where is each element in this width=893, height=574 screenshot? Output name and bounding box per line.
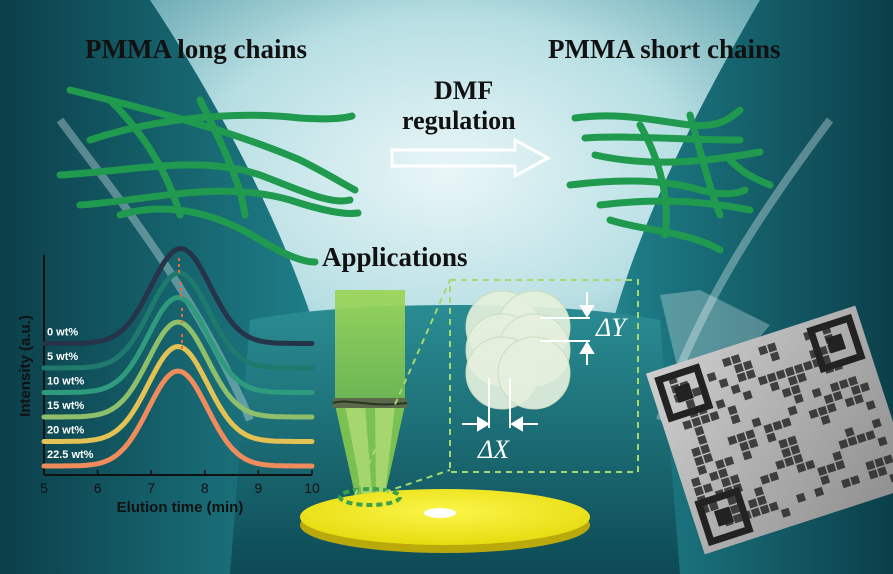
regulation-label: regulation [402,106,516,135]
series-line-4 [41,343,315,444]
long-chains-illustration [56,86,362,266]
series-label-2: 10 wt% [47,376,85,388]
series-label-5: 22.5 wt% [47,449,94,461]
x-tick-label-4: 9 [255,480,263,496]
x-tick-label-3: 8 [201,480,209,496]
delta-markers [462,292,595,432]
y-axis-label: Intensity (a.u.) [17,315,34,417]
short-chains-illustration [566,106,774,254]
yellow-disc [300,487,590,553]
series-label-1: 5 wt% [47,351,78,363]
gpc-chart: 0 wt% 5 wt% 10 wt% 15 wt% 20 wt% 22.5 wt% 5 6 7… [17,245,320,516]
peak-arrows [178,258,183,350]
x-axis-label: Elution time (min) [117,499,244,516]
overlapping-spots [465,290,571,410]
series-label-4: 20 wt% [47,425,85,437]
chart-series-labels: 0 wt% 5 wt% 10 wt% 15 wt% 20 wt% 22.5 wt% [47,327,94,462]
chart-x-ticks: 5 6 7 8 9 10 [40,470,320,496]
series-line-5 [41,368,315,469]
series-label-0: 0 wt% [47,327,78,339]
series-line-0 [41,245,315,346]
applications-title: Applications [322,242,468,272]
series-line-1 [41,270,315,371]
series-line-2 [41,294,315,395]
x-tick-label-2: 7 [147,480,155,496]
short-chains-title: PMMA short chains [548,34,781,64]
series-label-3: 15 wt% [47,400,85,412]
x-tick-label-5: 10 [304,480,320,496]
long-chains-title: PMMA long chains [85,34,308,64]
dmf-label: DMF [434,76,494,105]
qr-code-image [646,305,893,555]
zoom-callout [354,279,639,496]
delta-y-label: ΔY [595,313,628,342]
chart-series [41,245,315,469]
laser-beam-illustration [332,290,408,495]
delta-x-label: ΔX [477,435,510,464]
x-tick-label-0: 5 [40,480,48,496]
series-line-3 [41,319,315,420]
dmf-arrow [390,137,552,179]
x-tick-label-1: 6 [94,480,102,496]
